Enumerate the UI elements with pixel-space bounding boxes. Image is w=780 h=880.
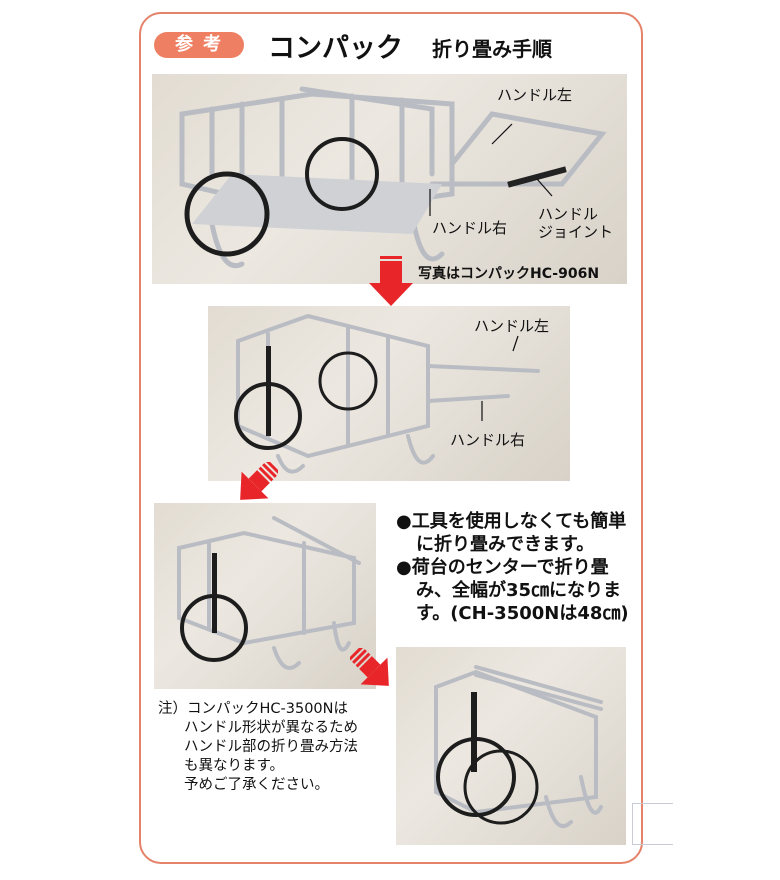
label-handle-right-1: ハンドル右 (432, 219, 508, 237)
cart-fully-folded-illustration (434, 665, 603, 829)
label-handle-left-1: ハンドル左 (497, 86, 573, 104)
step4-photo (396, 647, 626, 845)
feature-item: ●工具を使用しなくても簡単に折り畳みできます。 (396, 511, 627, 555)
label-handle-joint-2: ジョイント (538, 223, 614, 241)
label-handle-joint-1: ハンドル (538, 205, 599, 223)
cart-half-folded-illustration (177, 516, 361, 670)
label-handle-right-2: ハンドル右 (450, 431, 526, 449)
page-title: コンパック (268, 33, 403, 64)
diagonal-arrow-icon (240, 462, 278, 500)
down-arrow-icon (369, 256, 413, 306)
note-line: ハンドル形状が異なるため (184, 720, 358, 736)
note-line: 注）コンパックHC-3500Nは (158, 701, 349, 717)
feature-list: ●工具を使用しなくても簡単に折り畳みできます。 ●荷台のセンターで折り畳み、全幅… (396, 510, 641, 625)
diagonal-arrow-icon (350, 648, 389, 686)
step2-photo (208, 306, 570, 481)
note-text: 注）コンパックHC-3500Nは ハンドル形状が異なるため ハンドル部の折り畳み… (158, 700, 358, 795)
note-line: ハンドル部の折り畳み方法 (184, 739, 358, 755)
note-line: も異なります。 (184, 758, 285, 774)
note-line: 予めご了承ください。 (184, 777, 329, 793)
label-handle-left-2: ハンドル左 (474, 317, 550, 335)
step1-photo (152, 74, 627, 284)
page-subtitle: 折り畳み手順 (432, 37, 552, 61)
feature-item: ●荷台のセンターで折り畳み、全幅が35㎝になります。(CH-3500Nは48㎝) (396, 557, 629, 624)
watermark-stamp (632, 803, 673, 845)
photo-caption: 写真はコンパックHC-906N (418, 266, 600, 282)
step3-photo (154, 503, 376, 689)
reference-badge: 参考 (154, 32, 244, 58)
cart-handles-extended-illustration (234, 313, 540, 474)
cart-unfolded-illustration (179, 86, 607, 268)
